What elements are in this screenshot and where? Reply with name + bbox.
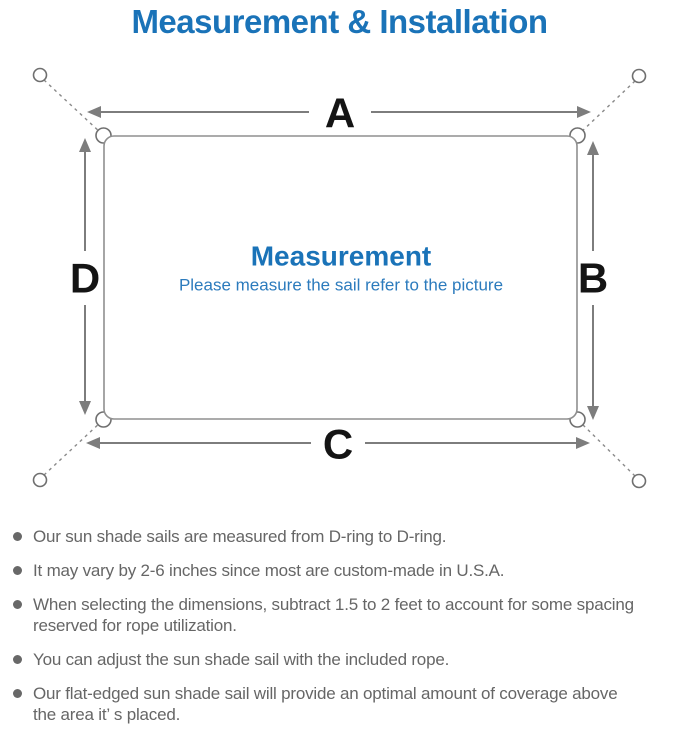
tether-line-top-left: [43, 79, 103, 135]
note-text: When selecting the dimensions, subtract …: [33, 594, 634, 636]
sail-outline: [103, 135, 578, 420]
dimension-arrow-left: [79, 138, 91, 415]
note-line: the area it’ s placed.: [33, 705, 181, 724]
measurement-diagram: A C D B Measurement Please measure the s…: [32, 67, 647, 489]
bullet-icon: [13, 600, 22, 609]
edge-label-a: A: [325, 90, 355, 137]
tether-line-bottom-right: [578, 420, 636, 477]
anchor-ring-icon-top-right: [631, 68, 647, 84]
anchor-ring-icon-bottom-left: [32, 472, 48, 488]
note-line: It may vary by 2-6 inches since most are…: [33, 561, 505, 580]
bullet-icon: [13, 566, 22, 575]
bullet-icon: [13, 655, 22, 664]
dimension-arrow-bottom: [86, 437, 590, 449]
notes-list: Our sun shade sails are measured from D-…: [0, 517, 679, 725]
note-line: Our sun shade sails are measured from D-…: [33, 527, 447, 546]
bullet-icon: [13, 532, 22, 541]
diagram-center-note: Please measure the sail refer to the pic…: [179, 276, 503, 295]
edge-label-b: B: [578, 255, 608, 302]
tether-line-top-right: [578, 80, 636, 135]
note-line: reserved for rope utilization.: [33, 616, 237, 635]
note-line: You can adjust the sun shade sail with t…: [33, 650, 450, 669]
edge-label-d: D: [70, 255, 100, 302]
note-text: Our flat-edged sun shade sail will provi…: [33, 683, 618, 725]
note-text: Our sun shade sails are measured from D-…: [33, 526, 446, 547]
page-title: Measurement & Installation: [131, 3, 548, 40]
note-item: Our flat-edged sun shade sail will provi…: [13, 683, 671, 725]
note-item: When selecting the dimensions, subtract …: [13, 594, 671, 636]
note-text: You can adjust the sun shade sail with t…: [33, 649, 449, 670]
note-item: It may vary by 2-6 inches since most are…: [13, 560, 671, 581]
dimension-arrow-top: [87, 106, 591, 118]
note-item: You can adjust the sun shade sail with t…: [13, 649, 671, 670]
tether-line-bottom-left: [43, 420, 103, 476]
anchor-ring-icon-top-left: [32, 67, 48, 83]
diagram-center-heading: Measurement: [251, 241, 432, 272]
bullet-icon: [13, 689, 22, 698]
note-line: Our flat-edged sun shade sail will provi…: [33, 684, 618, 703]
note-line: When selecting the dimensions, subtract …: [33, 595, 634, 614]
dimension-arrow-right: [587, 141, 599, 420]
edge-label-c: C: [323, 421, 353, 468]
note-text: It may vary by 2-6 inches since most are…: [33, 560, 505, 581]
note-item: Our sun shade sails are measured from D-…: [13, 526, 671, 547]
anchor-ring-icon-bottom-right: [631, 473, 647, 489]
